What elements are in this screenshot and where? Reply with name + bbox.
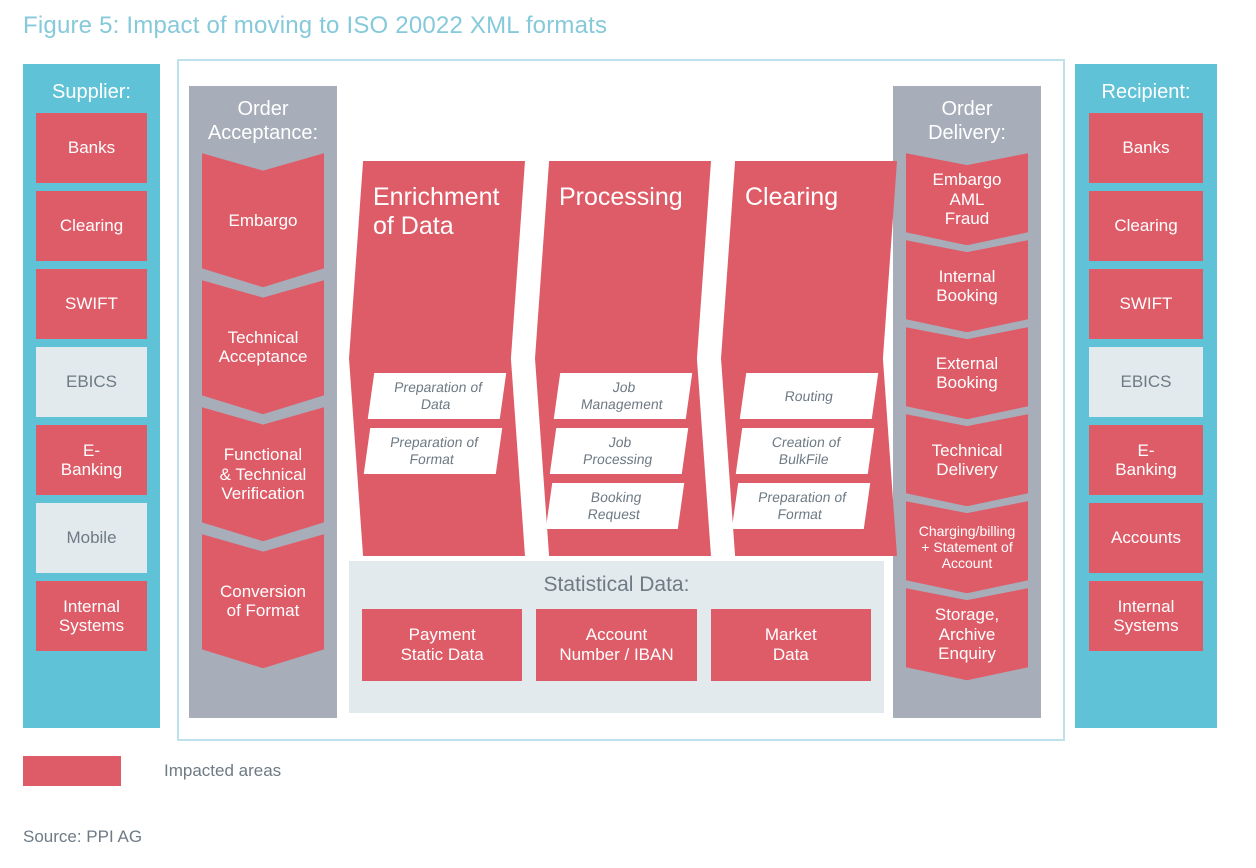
order-acceptance-step[interactable]: Functional & Technical Verification [202, 407, 324, 542]
order-delivery-step[interactable]: Internal Booking [906, 240, 1028, 333]
recipient-item[interactable]: Banks [1089, 113, 1203, 183]
pipeline-sub-step[interactable]: Booking Request [545, 483, 685, 529]
pipeline-stage-arrow[interactable]: Enrichment of Data [349, 161, 525, 556]
pipeline-sub-step[interactable]: Job Processing [549, 428, 689, 474]
order-acceptance-step[interactable]: Embargo [202, 153, 324, 288]
order-delivery-title: Order Delivery: [928, 98, 1006, 144]
order-delivery-step[interactable]: Embargo AML Fraud [906, 153, 1028, 246]
supplier-item[interactable]: Banks [36, 113, 147, 183]
pipeline-sub-step[interactable]: Preparation of Data [367, 373, 507, 419]
order-delivery-step[interactable]: External Booking [906, 327, 1028, 420]
pipeline-stage-title: Processing [559, 183, 683, 211]
pipeline-sub-step[interactable]: Preparation of Format [731, 483, 871, 529]
pipeline-sub-step[interactable]: Routing [739, 373, 879, 419]
pipeline-stage-title: Clearing [745, 183, 839, 211]
order-delivery-step[interactable]: Technical Delivery [906, 414, 1028, 507]
legend-label-impacted: Impacted areas [164, 761, 282, 780]
order-acceptance-title: Order Acceptance: [207, 98, 319, 144]
recipient-item[interactable]: Accounts [1089, 503, 1203, 573]
supplier-title: Supplier: [52, 81, 131, 103]
recipient-item[interactable]: E- Banking [1089, 425, 1203, 495]
source-note: Source: PPI AG [23, 827, 143, 846]
supplier-item[interactable]: Clearing [36, 191, 147, 261]
page-title: Figure 5: Impact of moving to ISO 20022 … [23, 12, 608, 39]
order-acceptance-step[interactable]: Technical Acceptance [202, 280, 324, 415]
recipient-item[interactable]: Clearing [1089, 191, 1203, 261]
supplier-item[interactable]: E- Banking [36, 425, 147, 495]
pipeline-sub-step[interactable]: Preparation of Format [363, 428, 503, 474]
pipeline-stage-title: Enrichment of Data [373, 183, 500, 240]
pipeline-sub-step[interactable]: Job Management [553, 373, 693, 419]
supplier-item[interactable]: Mobile [36, 503, 147, 573]
supplier-item[interactable]: Internal Systems [36, 581, 147, 651]
statistical-data-item[interactable]: Account Number / IBAN [536, 609, 697, 681]
pipeline-sub-step[interactable]: Creation of BulkFile [735, 428, 875, 474]
recipient-item[interactable]: SWIFT [1089, 269, 1203, 339]
legend-swatch-impacted [23, 756, 121, 786]
recipient-item[interactable]: Internal Systems [1089, 581, 1203, 651]
recipient-item[interactable]: EBICS [1089, 347, 1203, 417]
statistical-data-item[interactable]: Payment Static Data [362, 609, 523, 681]
order-acceptance-step[interactable]: Conversion of Format [202, 534, 324, 669]
recipient-title: Recipient: [1101, 81, 1191, 103]
order-delivery-step[interactable]: Charging/billing + Statement of Account [906, 501, 1028, 594]
supplier-item[interactable]: SWIFT [36, 269, 147, 339]
supplier-item[interactable]: EBICS [36, 347, 147, 417]
legend: Impacted areas [23, 756, 281, 786]
statistical-data-title: Statistical Data: [543, 573, 690, 596]
statistical-data-item[interactable]: Market Data [710, 609, 871, 681]
order-delivery-step[interactable]: Storage, Archive Enquiry [906, 588, 1028, 681]
